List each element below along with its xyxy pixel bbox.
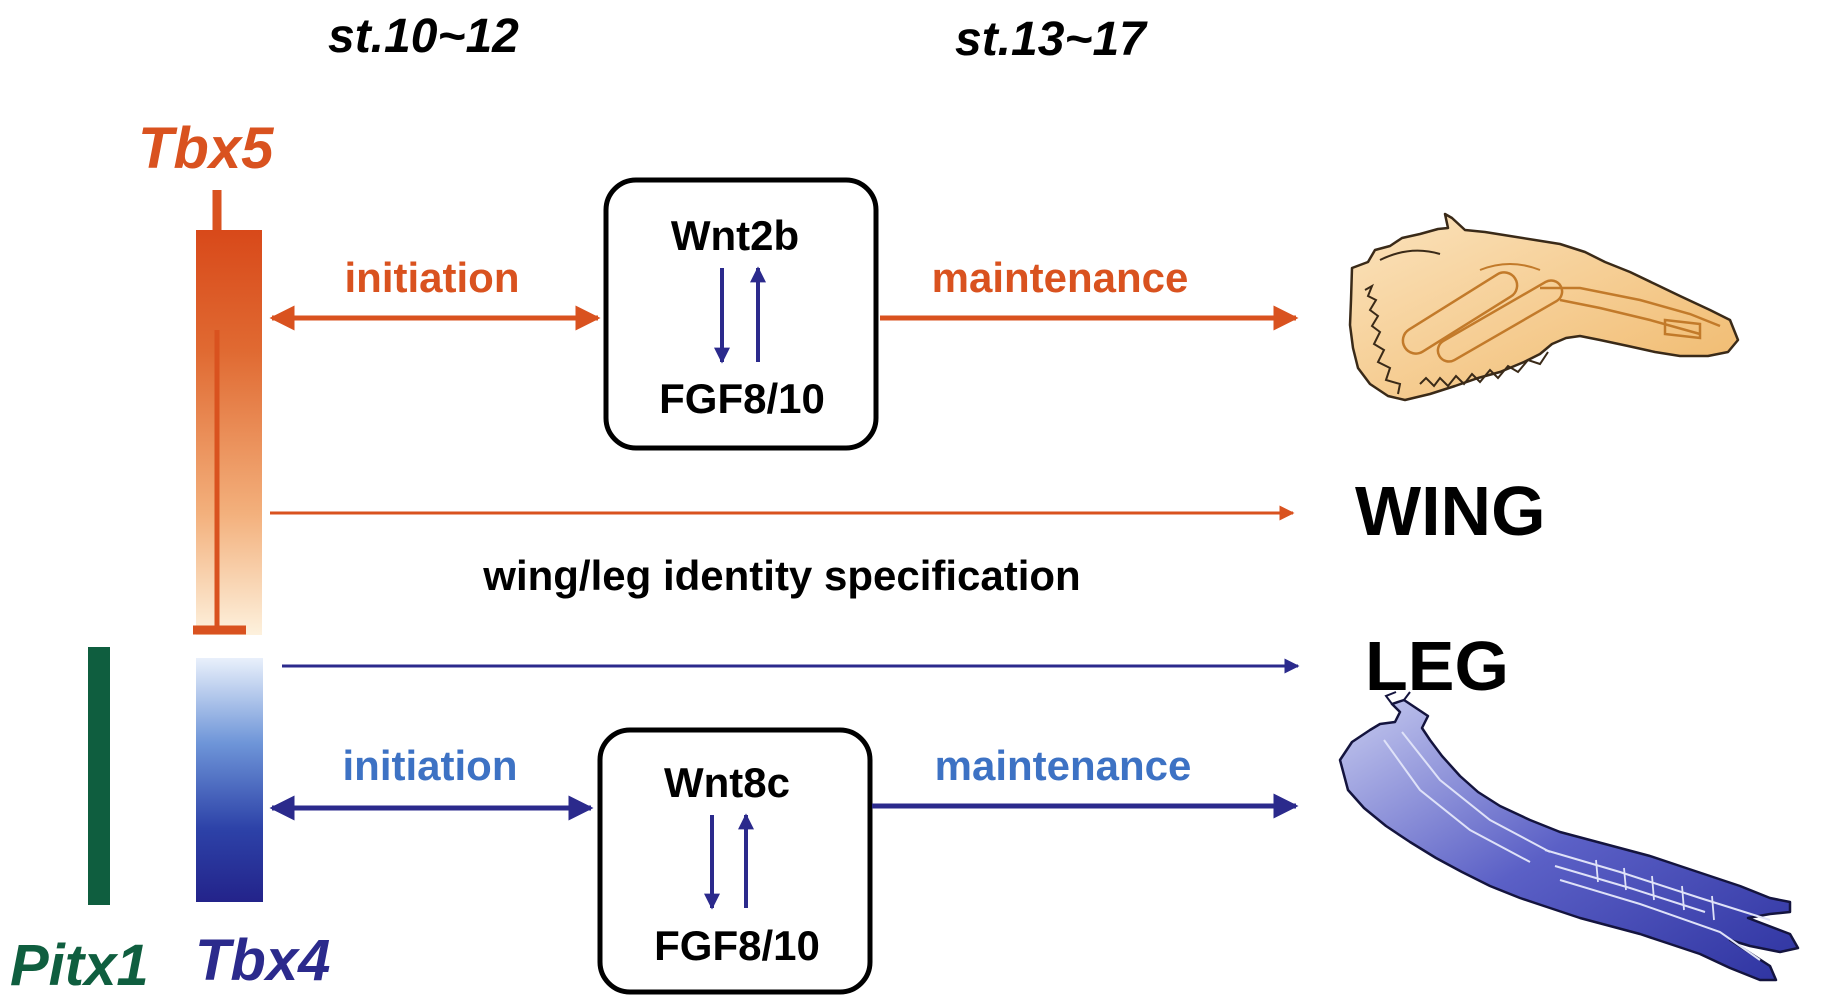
tbx5-label: Tbx5: [138, 116, 274, 181]
stage-label-late: st.13~17: [955, 13, 1148, 66]
wing-signal-box: [603, 177, 879, 451]
wing-outcome-label: WING: [1355, 472, 1546, 550]
leg-box-fgf: FGF8/10: [654, 922, 820, 969]
wing-maintenance-label: maintenance: [932, 254, 1189, 301]
wing-box-fgf: FGF8/10: [659, 375, 825, 422]
leg-signal-box: [597, 727, 873, 995]
leg-skeleton-icon: [1338, 691, 1800, 982]
wing-box-wnt2b: Wnt2b: [671, 212, 799, 259]
pitx1-label: Pitx1: [10, 933, 149, 996]
tbx4-expression-bar: [196, 658, 263, 902]
leg-initiation-label: initiation: [343, 742, 518, 789]
wing-skeleton-icon: [1348, 212, 1740, 402]
tbx5-expression-bar: [196, 230, 262, 635]
tbx4-label: Tbx4: [195, 928, 330, 993]
leg-outcome-label: LEG: [1365, 627, 1509, 705]
stage-label-early: st.10~12: [328, 10, 519, 63]
leg-box-wnt8c: Wnt8c: [664, 759, 790, 806]
leg-maintenance-label: maintenance: [935, 742, 1192, 789]
wing-initiation-label: initiation: [345, 254, 520, 301]
pitx1-expression-bar: [88, 647, 110, 905]
identity-specification-label: wing/leg identity specification: [482, 552, 1080, 599]
